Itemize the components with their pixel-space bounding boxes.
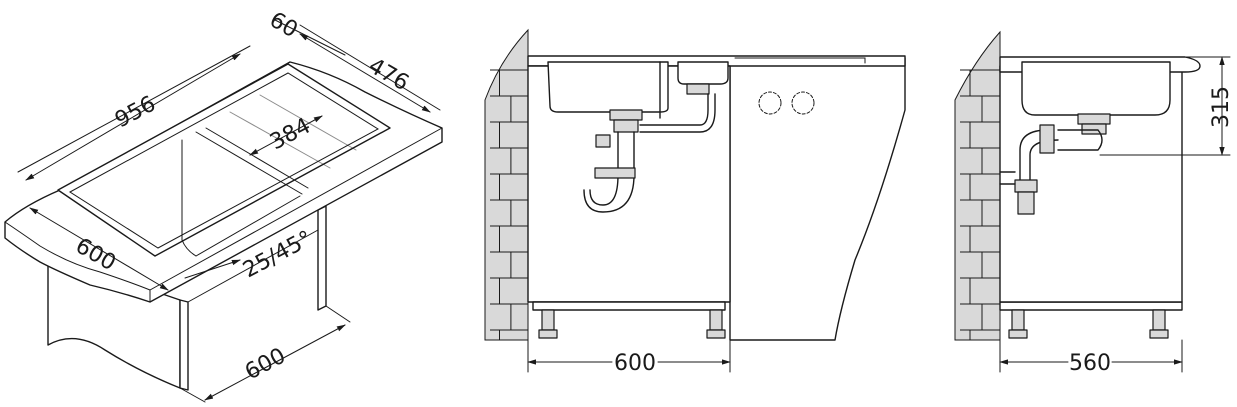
- front-dim-cabinet-width: 600: [614, 351, 656, 376]
- side-sink-bowl: [1021, 61, 1171, 116]
- front-dimensions: 600: [527, 339, 731, 376]
- side-dim-depth: 315: [1209, 86, 1234, 128]
- side-dim-cabinet-depth: 560: [1069, 351, 1111, 376]
- side-dimensions: 315 560: [999, 56, 1234, 376]
- iso-dim-top-margin: 60: [265, 8, 302, 44]
- front-sink: [547, 61, 729, 113]
- side-wall: [954, 30, 1001, 341]
- front-plumbing: [583, 61, 716, 213]
- front-wall: [484, 28, 529, 341]
- front-drainer-edge: [734, 57, 866, 64]
- side-feet: [1008, 309, 1169, 339]
- side-cabinet-base: [999, 301, 1183, 311]
- front-view: 600: [484, 28, 906, 376]
- iso-dim-width: 956: [111, 92, 160, 134]
- isometric-view: 956 60 476 384 600 25/45° 600: [4, 8, 443, 403]
- side-plumbing: [999, 113, 1111, 215]
- front-right-panel: [729, 57, 906, 341]
- iso-dim-depth: 476: [364, 54, 413, 97]
- iso-dim-cabinet: 600: [241, 344, 290, 386]
- side-view: 315 560: [954, 30, 1234, 376]
